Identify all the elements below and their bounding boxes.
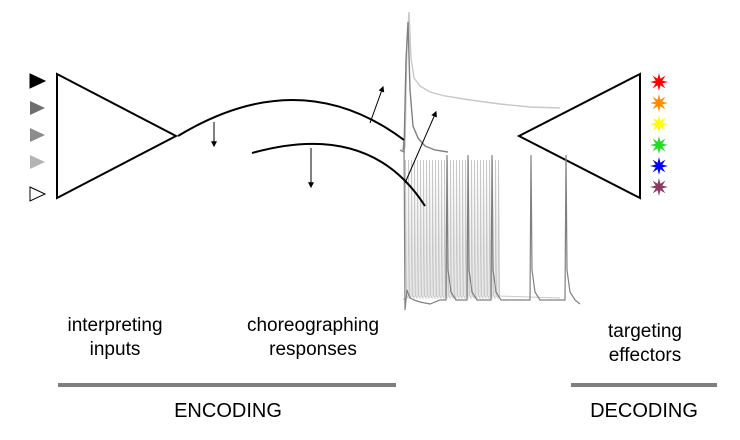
trace-top-light <box>404 11 561 149</box>
interpreting-line2: inputs <box>89 339 141 360</box>
choreographing-responses-label: choreographing responses <box>222 314 404 362</box>
targeting-effectors-label: targeting effectors <box>575 320 715 368</box>
effector-star-6-icon <box>650 178 668 196</box>
decoding-section-label: DECODING <box>590 400 698 422</box>
interpreting-inputs-label: interpreting inputs <box>40 314 190 362</box>
trace-spikes-light <box>402 159 561 301</box>
upper-arc-out-arrow <box>369 85 385 124</box>
input-marker-2-icon <box>30 101 45 115</box>
input-marker-3-icon <box>30 128 45 142</box>
interpreting-line1: interpreting <box>67 315 163 336</box>
choreographing-line1: choreographing <box>246 315 380 336</box>
neural-trace <box>399 11 581 311</box>
effector-star-1-icon <box>650 73 668 91</box>
trace-dark <box>402 139 581 311</box>
trace-top-dark <box>399 21 449 154</box>
effector-star-3-icon <box>650 115 668 133</box>
targeting-line2: effectors <box>608 345 682 366</box>
upper-arc <box>177 99 405 141</box>
effector-star-4-icon <box>650 136 668 154</box>
encoding-section-label: ENCODING <box>174 400 282 422</box>
input-marker-5-icon <box>29 186 47 202</box>
lower-arc-out-arrow <box>404 110 437 184</box>
input-marker-4-icon <box>30 155 45 169</box>
lower-arc <box>251 142 426 207</box>
input-marker-1-icon <box>29 73 47 89</box>
choreographing-line2: responses <box>269 339 357 360</box>
input-markers <box>29 73 47 202</box>
decoding-triangle <box>516 72 641 200</box>
targeting-line1: targeting <box>608 321 682 342</box>
effector-star-5-icon <box>650 157 668 175</box>
effector-star-2-icon <box>650 94 668 112</box>
effector-stars <box>650 73 668 196</box>
encoding-triangle <box>56 72 179 200</box>
